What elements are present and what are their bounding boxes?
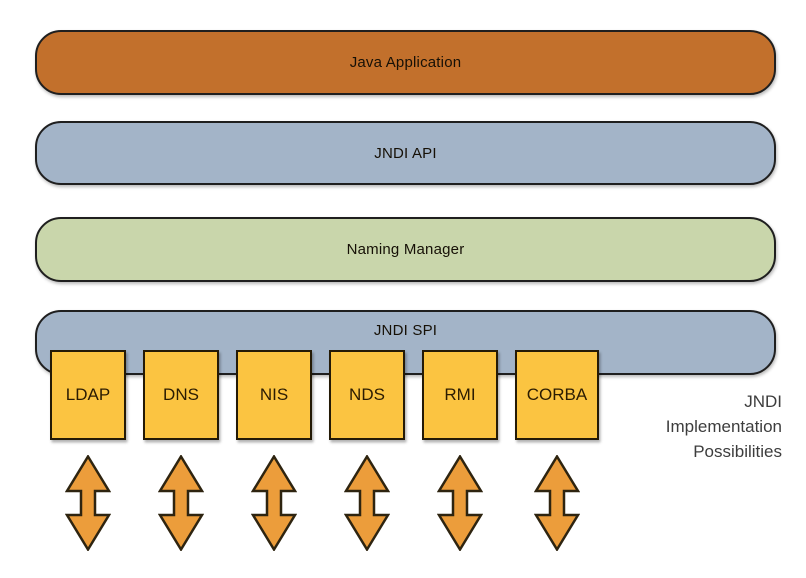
arrow-cell-ldap <box>50 455 126 551</box>
double-arrow-icon <box>158 455 204 551</box>
side-note: JNDI Implementation Possibilities <box>666 389 782 464</box>
double-arrow-icon <box>65 455 111 551</box>
layer-naming-manager: Naming Manager <box>35 217 776 282</box>
layer-naming-manager-label: Naming Manager <box>346 241 465 258</box>
double-arrow-icon <box>534 455 580 551</box>
layer-java-application-label: Java Application <box>349 54 462 71</box>
layer-jndi-api-label: JNDI API <box>374 144 437 162</box>
impl-box-nis: NIS <box>236 350 312 440</box>
arrows-row <box>50 455 599 551</box>
side-note-line-1: JNDI <box>744 392 782 411</box>
impl-box-nis-label: NIS <box>259 385 289 404</box>
side-note-line-2: Implementation <box>665 417 782 436</box>
impl-box-nds: NDS <box>329 350 405 440</box>
impl-box-corba: CORBA <box>515 350 599 440</box>
double-arrow-icon <box>344 455 390 551</box>
impl-box-ldap: LDAP <box>50 350 126 440</box>
arrow-cell-nis <box>236 455 312 551</box>
impl-box-rmi-label: RMI <box>444 385 476 404</box>
impl-box-corba-label: CORBA <box>526 385 588 404</box>
arrow-cell-rmi <box>422 455 498 551</box>
double-arrow-icon <box>251 455 297 551</box>
layer-jndi-spi-label: JNDI SPI <box>373 322 438 339</box>
arrow-cell-dns <box>143 455 219 551</box>
impl-box-nds-label: NDS <box>349 385 385 404</box>
layer-jndi-api: JNDI API <box>35 121 776 185</box>
impl-box-ldap-label: LDAP <box>65 385 111 404</box>
arrow-cell-nds <box>329 455 405 551</box>
impl-box-rmi: RMI <box>422 350 498 440</box>
impl-box-dns-label: DNS <box>163 385 199 404</box>
arrow-cell-corba <box>515 455 599 551</box>
double-arrow-icon <box>437 455 483 551</box>
layer-java-application: Java Application <box>35 30 776 95</box>
implementation-boxes: LDAP DNS NIS NDS RMI CORBA <box>50 350 599 440</box>
impl-box-dns: DNS <box>143 350 219 440</box>
side-note-line-3: Possibilities <box>693 442 782 461</box>
